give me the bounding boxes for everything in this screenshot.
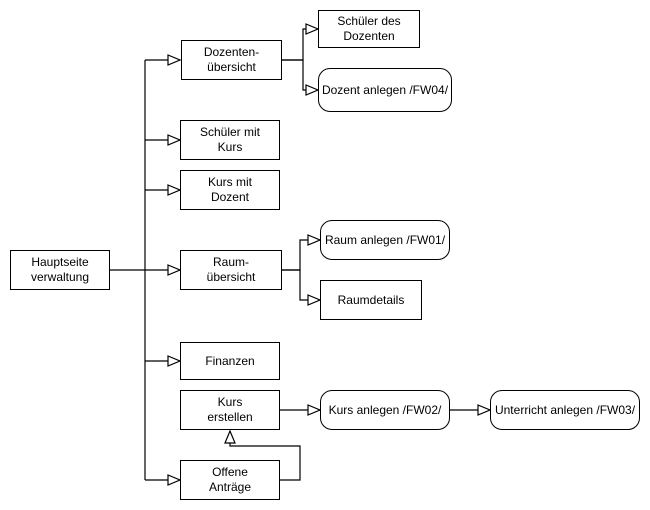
node-dozenten-uebersicht: Dozenten- übersicht [181,40,282,80]
node-raum-uebersicht: Raum- übersicht [180,250,282,290]
node-schueler-des-dozenten: Schüler des Dozenten [318,10,420,48]
node-raumdetails: Raumdetails [320,280,422,320]
node-schueler-mit-kurs: Schüler mit Kurs [180,120,280,160]
node-offene-antraege: Offene Anträge [180,460,280,500]
edge-offene-antraege-to-kurs-erstellen [224,429,301,481]
node-raum-anlegen-fw01: Raum anlegen /FW01/ [320,220,450,260]
node-kurs-erstellen: Kurs erstellen [180,390,280,430]
node-finanzen: Finanzen [180,342,280,380]
node-kurs-anlegen-fw02: Kurs anlegen /FW02/ [320,390,450,430]
node-dozent-anlegen-fw04: Dozent anlegen /FW04/ [318,68,452,112]
edge-raum-to-raumdetails [282,269,322,306]
node-kurs-mit-dozent: Kurs mit Dozent [180,170,280,210]
edge-dozenten-to-dozent-anlegen [282,59,320,96]
node-hauptseite-verwaltung: Hauptseite verwaltung [10,250,110,290]
edge-dozenten-to-schueler-des-dozenten [282,23,320,61]
edge-raum-to-raum-anlegen [282,234,322,271]
node-unterricht-anlegen-fw03: Unterricht anlegen /FW03/ [490,390,640,430]
